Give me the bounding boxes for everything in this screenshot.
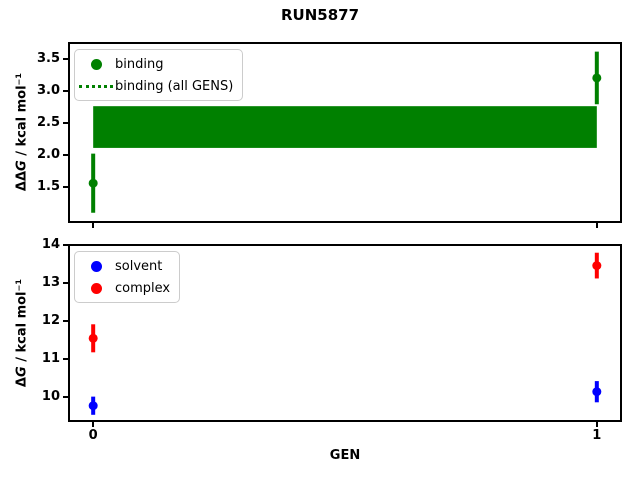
legend-binding: binding binding (all GENS) [74, 49, 244, 101]
point-binding-gen0 [88, 178, 98, 188]
x-tick-mark [595, 422, 598, 427]
y-tick-label: 2.5 [36, 114, 60, 130]
point-complex-gen1 [592, 261, 602, 271]
y-tick-label: 10 [41, 388, 60, 404]
complex-dot-icon [77, 282, 115, 294]
legend-label-solvent: solvent [115, 258, 163, 274]
y-tick-mark [63, 357, 68, 360]
y-tick-label: 13 [41, 275, 60, 290]
x-axis-label: GEN [329, 448, 361, 463]
legend-item-binding: binding [77, 53, 233, 75]
figure-title: RUN5877 [280, 6, 360, 24]
axes-frame [68, 42, 622, 223]
point-solvent-gen1 [592, 387, 602, 397]
y-tick-mark [63, 57, 68, 60]
y-tick-mark [63, 244, 68, 247]
legend-label-binding-all-gens: binding (all GENS) [115, 78, 234, 94]
x-tick-mark [92, 223, 95, 228]
y-tick-mark [63, 395, 68, 398]
x-tick-mark [595, 223, 598, 228]
free-energy-plot-area [68, 244, 622, 422]
x-tick-mark [92, 422, 95, 427]
legend-label-complex: complex [115, 280, 171, 296]
point-binding-gen1 [592, 73, 602, 83]
binding-plot-area [68, 42, 622, 223]
y-tick-label: 1.5 [36, 179, 60, 195]
legend-free-energy: solvent complex [74, 251, 181, 303]
y-tick-label: 12 [41, 312, 60, 328]
solvent-dot-icon [77, 260, 115, 272]
legend-item-binding-all-gens: binding (all GENS) [77, 75, 233, 97]
axes-frame [68, 244, 622, 422]
legend-item-solvent: solvent [77, 255, 170, 277]
uncertainty-band-binding-all-gens [93, 106, 597, 148]
dotted-line-icon [77, 84, 115, 88]
x-tick-label: 0 [88, 428, 98, 443]
y-tick-mark [63, 282, 68, 284]
y-tick-label: 14 [41, 237, 60, 253]
binding-dot-icon [77, 58, 115, 70]
y-tick-mark [63, 89, 68, 92]
y-tick-label: 3.0 [36, 82, 60, 98]
y-tick-mark [63, 153, 68, 156]
point-complex-gen0 [88, 333, 98, 343]
legend-item-complex: complex [77, 277, 170, 299]
y-tick-mark [63, 186, 68, 189]
legend-label-binding: binding [115, 56, 164, 72]
point-solvent-gen0 [88, 401, 98, 411]
y-tick-label: 2.0 [36, 146, 60, 162]
y-tick-mark [63, 121, 68, 124]
y-tick-label: 11 [41, 350, 60, 366]
y-tick-mark [63, 319, 68, 322]
y-tick-label: 3.5 [36, 50, 60, 66]
y-axis-label-dg: ΔG / kcal mol⁻¹ [14, 278, 30, 388]
x-tick-label: 1 [592, 428, 602, 443]
